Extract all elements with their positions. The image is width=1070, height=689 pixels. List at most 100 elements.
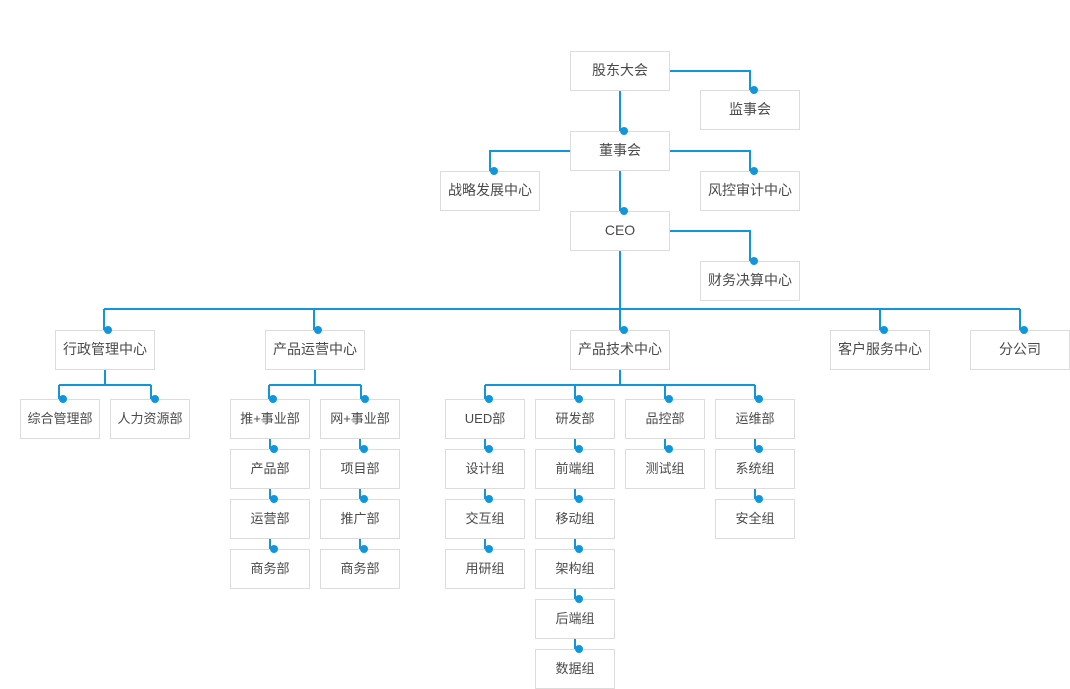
org-node-label: 综合管理部	[27, 410, 93, 426]
connector-dot	[270, 545, 278, 553]
org-node-b1[interactable]: 推+事业部	[230, 399, 310, 439]
connector-path	[489, 150, 570, 171]
org-node-label: CEO	[604, 222, 636, 239]
org-node-label: 用研组	[465, 560, 505, 576]
org-node-label: 产品运营中心	[273, 341, 357, 358]
org-node-c3[interactable]: 推广部	[320, 499, 400, 539]
org-node-n11[interactable]: 客户服务中心	[830, 330, 930, 370]
org-node-n9[interactable]: 产品运营中心	[265, 330, 365, 370]
org-node-label: 项目部	[340, 460, 380, 476]
org-node-label: 移动组	[555, 510, 595, 526]
connector-dot	[750, 257, 758, 265]
org-node-n4[interactable]: 战略发展中心	[440, 171, 540, 211]
org-node-e3[interactable]: 移动组	[535, 499, 615, 539]
connector-dot	[490, 167, 498, 175]
org-node-n7[interactable]: 财务决算中心	[700, 261, 800, 301]
connector-dot	[575, 395, 583, 403]
org-node-d4[interactable]: 用研组	[445, 549, 525, 589]
org-node-a1[interactable]: 综合管理部	[20, 399, 100, 439]
org-node-e2[interactable]: 前端组	[535, 449, 615, 489]
connector-dot	[269, 395, 277, 403]
org-node-e6[interactable]: 数据组	[535, 649, 615, 689]
org-node-label: 客户服务中心	[838, 341, 922, 358]
org-node-label: 数据组	[555, 660, 595, 676]
org-node-a2[interactable]: 人力资源部	[110, 399, 190, 439]
connector-dot	[485, 395, 493, 403]
connector-dot	[665, 395, 673, 403]
org-node-f2[interactable]: 测试组	[625, 449, 705, 489]
connector-dot	[314, 326, 322, 334]
org-node-label: 研发部	[555, 410, 595, 426]
org-node-label: 推广部	[340, 510, 380, 526]
org-node-label: 产品技术中心	[578, 341, 662, 358]
org-node-label: 前端组	[555, 460, 595, 476]
connector-path	[670, 70, 751, 90]
org-node-b2[interactable]: 产品部	[230, 449, 310, 489]
org-node-b3[interactable]: 运营部	[230, 499, 310, 539]
connector-dot	[59, 395, 67, 403]
org-node-n6[interactable]: CEO	[570, 211, 670, 251]
org-node-e4[interactable]: 架构组	[535, 549, 615, 589]
org-node-label: UED部	[464, 410, 506, 426]
connector-dot	[575, 445, 583, 453]
connector-dot	[270, 495, 278, 503]
connector-dot	[360, 495, 368, 503]
org-node-n1[interactable]: 股东大会	[570, 51, 670, 91]
org-node-label: 架构组	[555, 560, 595, 576]
org-node-g1[interactable]: 运维部	[715, 399, 795, 439]
org-node-g2[interactable]: 系统组	[715, 449, 795, 489]
org-node-label: 战略发展中心	[448, 182, 532, 199]
org-node-label: 商务部	[250, 560, 290, 576]
org-node-b4[interactable]: 商务部	[230, 549, 310, 589]
org-node-d1[interactable]: UED部	[445, 399, 525, 439]
org-node-label: 设计组	[465, 460, 505, 476]
org-node-g3[interactable]: 安全组	[715, 499, 795, 539]
connector-dot	[151, 395, 159, 403]
connector-dot	[485, 445, 493, 453]
connector-dot	[360, 445, 368, 453]
connector-dot	[485, 545, 493, 553]
org-node-label: 监事会	[729, 101, 771, 118]
connector-dot	[575, 595, 583, 603]
org-node-n10[interactable]: 产品技术中心	[570, 330, 670, 370]
connector-dot	[575, 545, 583, 553]
connector-dot	[620, 207, 628, 215]
org-node-n8[interactable]: 行政管理中心	[55, 330, 155, 370]
org-node-n5[interactable]: 风控审计中心	[700, 171, 800, 211]
connector-dot	[665, 445, 673, 453]
org-node-e5[interactable]: 后端组	[535, 599, 615, 639]
org-node-f1[interactable]: 品控部	[625, 399, 705, 439]
org-node-label: 分公司	[999, 341, 1041, 358]
org-node-c1[interactable]: 网+事业部	[320, 399, 400, 439]
connector-path	[670, 230, 751, 261]
connector-dot	[880, 326, 888, 334]
org-node-label: 董事会	[599, 142, 641, 159]
org-node-d2[interactable]: 设计组	[445, 449, 525, 489]
connector-path	[484, 370, 756, 399]
org-node-n3[interactable]: 董事会	[570, 131, 670, 171]
connector-dot	[750, 86, 758, 94]
connector-dot	[270, 445, 278, 453]
org-node-label: 安全组	[735, 510, 775, 526]
connector-dot	[620, 127, 628, 135]
connector-dot	[104, 326, 112, 334]
org-node-d3[interactable]: 交互组	[445, 499, 525, 539]
connector-path	[268, 370, 362, 399]
org-node-label: 网+事业部	[330, 410, 390, 426]
org-node-c2[interactable]: 项目部	[320, 449, 400, 489]
org-node-e1[interactable]: 研发部	[535, 399, 615, 439]
org-node-label: 行政管理中心	[63, 341, 147, 358]
org-node-label: 商务部	[340, 560, 380, 576]
connector-dot	[755, 445, 763, 453]
org-node-n2[interactable]: 监事会	[700, 90, 800, 130]
org-node-label: 交互组	[465, 510, 505, 526]
org-node-label: 推+事业部	[240, 410, 300, 426]
org-node-label: 测试组	[645, 460, 685, 476]
org-node-c4[interactable]: 商务部	[320, 549, 400, 589]
connector-dot	[1020, 326, 1028, 334]
org-node-label: 股东大会	[592, 62, 648, 79]
connector-path	[58, 370, 152, 399]
org-node-n12[interactable]: 分公司	[970, 330, 1070, 370]
org-node-label: 人力资源部	[117, 410, 183, 426]
